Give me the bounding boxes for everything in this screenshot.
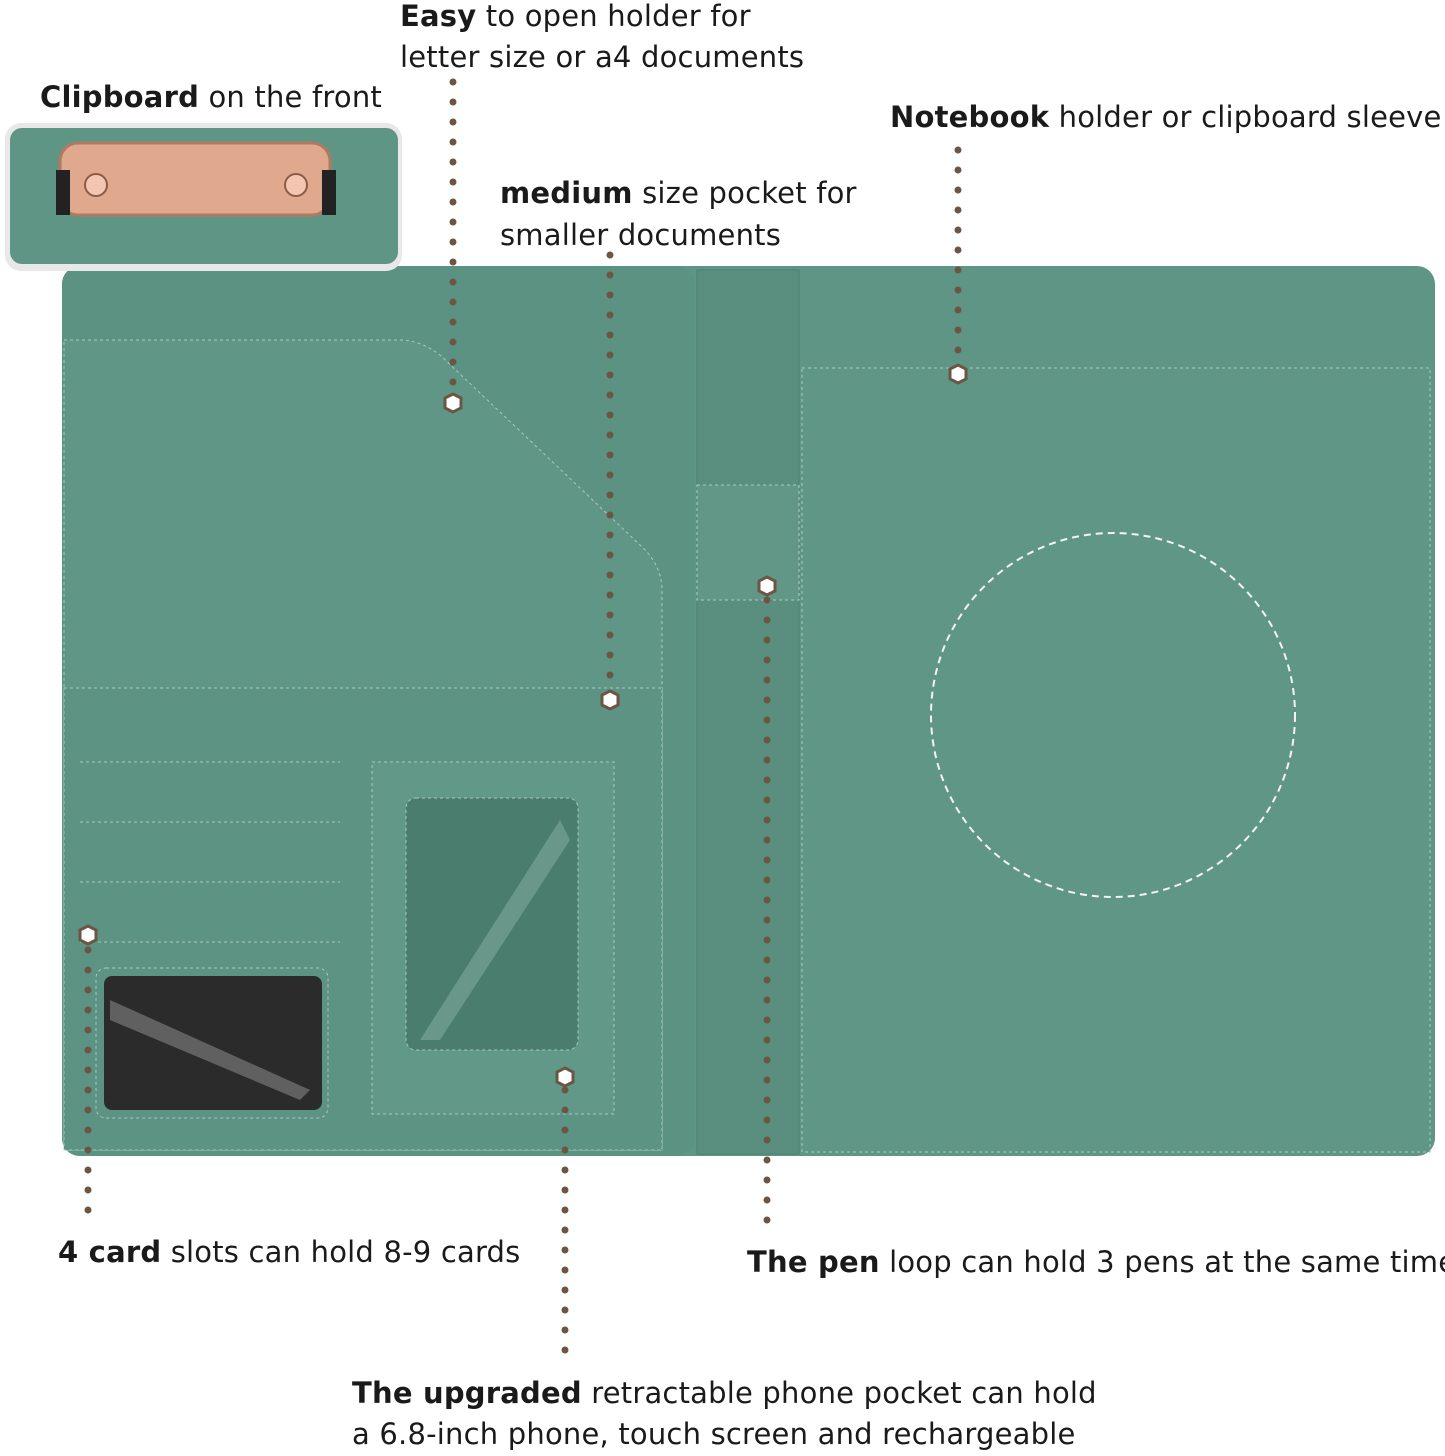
callout-easy-line2: letter size or a4 documents <box>400 40 805 74</box>
padfolio <box>62 266 1435 1156</box>
pen-loop <box>696 484 800 601</box>
callout-notebook: Notebook holder or clipboard sleeve <box>890 100 1442 134</box>
clipboard-inset <box>5 123 402 271</box>
wireless-charging-circle <box>930 532 1296 898</box>
callout-phone: The upgraded retractable phone pocket ca… <box>352 1376 1097 1410</box>
callout-clipboard: Clipboard on the front <box>40 80 383 114</box>
notebook-sleeve <box>801 367 1431 1153</box>
callout-pen: The pen loop can hold 3 pens at the same… <box>747 1245 1445 1279</box>
leader-lines <box>84 78 962 1374</box>
spine-pen-loop-strip <box>696 269 800 1155</box>
callout-medium-line2: smaller documents <box>500 218 782 252</box>
callout-easy: Easy to open holder for <box>400 0 751 33</box>
callout-phone-line2: a 6.8-inch phone, touch screen and recha… <box>352 1417 1076 1451</box>
callout-cards: 4 card slots can hold 8-9 cards <box>58 1235 521 1269</box>
callout-medium: medium size pocket for <box>500 176 857 210</box>
marker-icons <box>78 363 968 1088</box>
